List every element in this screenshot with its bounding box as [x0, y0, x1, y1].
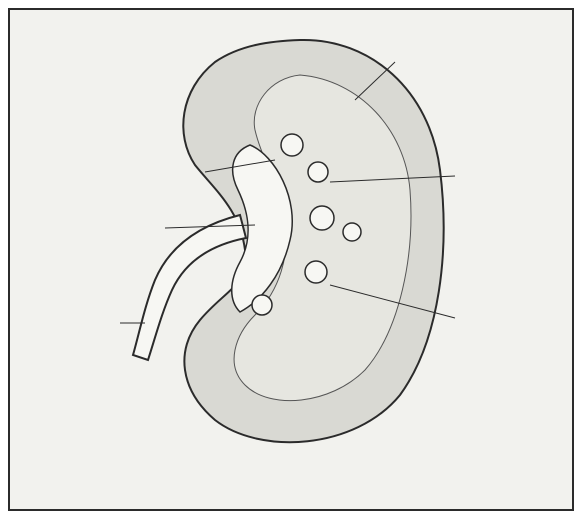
calyx-6: [252, 295, 272, 315]
calyx-2: [308, 162, 328, 182]
calyx-5: [305, 261, 327, 283]
calyx-3: [310, 206, 334, 230]
calyx-1: [281, 134, 303, 156]
calyx-4: [343, 223, 361, 241]
